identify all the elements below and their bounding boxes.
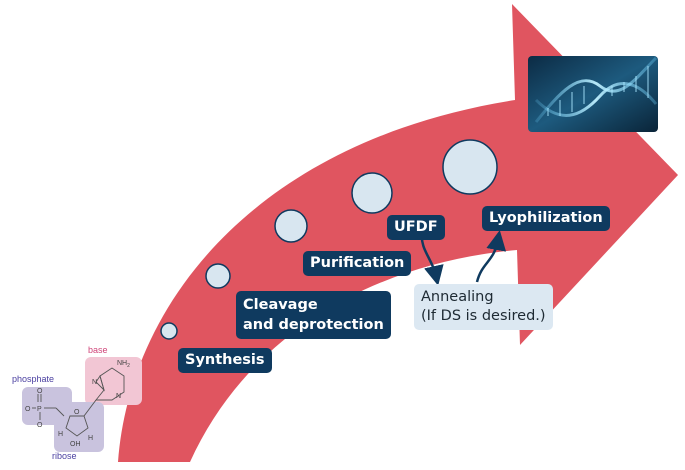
o-atom-left: O bbox=[25, 406, 31, 413]
annealing-line-1: Annealing bbox=[421, 289, 494, 305]
annealing-note: Annealing (If DS is desired.) bbox=[414, 284, 553, 330]
oh-group: OH bbox=[70, 441, 81, 448]
annealing-line-2: (If DS is desired.) bbox=[421, 308, 546, 324]
h-atom-2: H bbox=[88, 435, 93, 442]
step-label-synthesis: Synthesis bbox=[178, 348, 272, 373]
step-circle-1 bbox=[160, 322, 178, 340]
n-atom-1: N bbox=[92, 379, 97, 386]
step-label-lyophilization: Lyophilization bbox=[482, 206, 610, 231]
step-circle-3 bbox=[274, 209, 308, 243]
step-label-cleavage: Cleavage and deprotection bbox=[236, 291, 391, 339]
step-circle-5 bbox=[442, 139, 498, 195]
step-circle-2 bbox=[205, 263, 231, 289]
step-label-ufdf: UFDF bbox=[387, 215, 445, 240]
step-circle-4 bbox=[351, 172, 393, 214]
p-atom: P bbox=[37, 406, 42, 413]
cleavage-line-2: and deprotection bbox=[243, 317, 384, 333]
h-atom-1: H bbox=[58, 431, 63, 438]
o-atom-top: O bbox=[37, 388, 43, 395]
ribose-label: ribose bbox=[52, 451, 77, 461]
nh2-group: NH2 bbox=[117, 360, 130, 369]
ribose-box bbox=[54, 402, 104, 452]
base-box bbox=[85, 357, 142, 405]
o-atom-ring: O bbox=[74, 409, 80, 416]
cleavage-line-1: Cleavage bbox=[243, 297, 318, 313]
base-label: base bbox=[88, 345, 108, 355]
molecule-structure bbox=[32, 367, 125, 437]
phosphate-label: phosphate bbox=[12, 374, 54, 384]
n-atom-2: N bbox=[116, 393, 121, 400]
o-atom-bottom: O bbox=[37, 422, 43, 429]
step-label-purification: Purification bbox=[303, 251, 412, 276]
dna-helix-image bbox=[528, 56, 658, 132]
curved-arrow-up-icon bbox=[475, 230, 507, 283]
